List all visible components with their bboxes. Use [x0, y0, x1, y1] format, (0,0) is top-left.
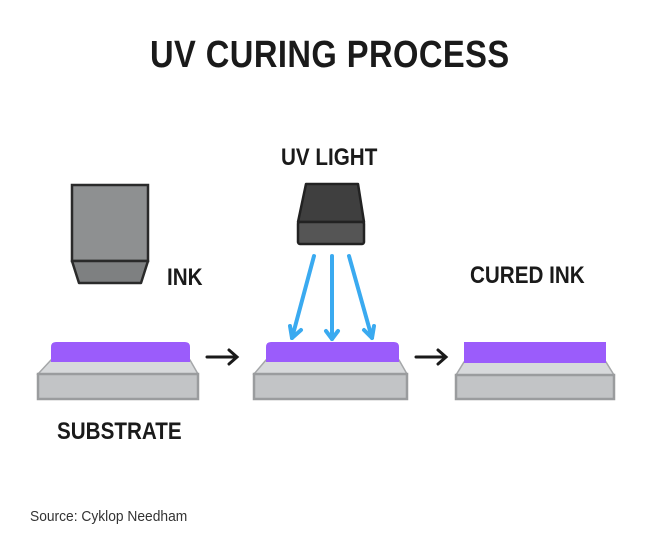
uv-ray-arrow-left [288, 254, 316, 340]
substrate-under-uv [252, 342, 409, 401]
uv-ray-arrow-right [347, 254, 376, 340]
uv-ray-arrow-center [324, 254, 340, 341]
curing-ink-layer [266, 342, 399, 362]
wet-ink-layer [51, 342, 190, 362]
uv-light-label: UV LIGHT [281, 144, 378, 171]
process-arrow-2 [414, 348, 449, 366]
substrate-with-wet-ink [36, 342, 200, 401]
ink-label: INK [167, 264, 203, 291]
process-arrow-1 [205, 348, 240, 366]
substrate-with-cured-ink [454, 342, 616, 401]
cured-ink-layer [464, 342, 606, 363]
source-caption: Source: Cyklop Needham [30, 508, 188, 525]
uv-lamp-icon [296, 182, 366, 246]
uv-rays [288, 254, 376, 341]
ink-applicator-icon [70, 183, 150, 285]
substrate-label: SUBSTRATE [57, 418, 182, 445]
diagram-title: UV CURING PROCESS [150, 34, 510, 76]
cured-ink-label: CURED INK [470, 262, 585, 289]
